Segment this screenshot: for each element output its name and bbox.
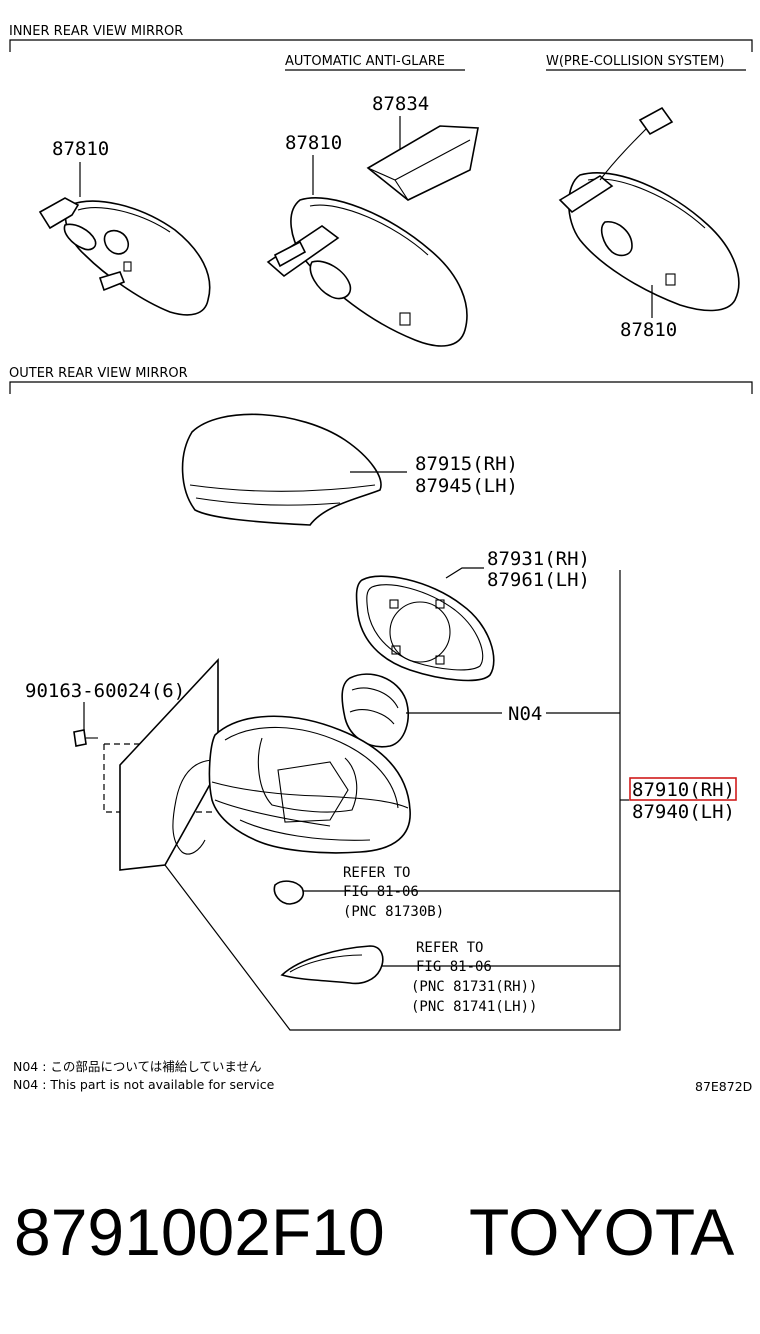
callout-N04: N04 bbox=[508, 703, 542, 725]
section-title-outer: OUTER REAR VIEW MIRROR bbox=[9, 366, 188, 381]
subtitle-pre-collision: W(PRE-COLLISION SYSTEM) bbox=[546, 54, 724, 69]
callout-87915: 87915(RH) bbox=[415, 453, 518, 475]
mirror-assembly bbox=[119, 570, 629, 1031]
callout-87940: 87940(LH) bbox=[632, 801, 735, 823]
product-part-number: 8791002F10 bbox=[14, 1195, 385, 1269]
mirror-cover bbox=[181, 413, 407, 526]
lamp-bulb bbox=[273, 880, 620, 905]
inner-mirror-auto bbox=[266, 155, 468, 347]
refer-pnc-1: (PNC 81730B) bbox=[343, 904, 444, 920]
sensor-cover-87834 bbox=[366, 116, 479, 201]
inner-mirror-pcs bbox=[558, 106, 740, 318]
refer-fig-2: FIG 81-06 bbox=[416, 959, 492, 975]
note-english: N04 : This part is not available for ser… bbox=[13, 1077, 275, 1092]
callout-87810-basic: 87810 bbox=[52, 138, 109, 160]
callout-87961: 87961(LH) bbox=[487, 569, 590, 591]
callout-87931: 87931(RH) bbox=[487, 548, 590, 570]
section-bracket-outer bbox=[9, 381, 753, 394]
refer-pnc-2-lh: (PNC 81741(LH)) bbox=[411, 999, 537, 1015]
note-japanese: N04 : この部品については補給していません bbox=[13, 1059, 262, 1074]
refer-text-2: REFER TO bbox=[416, 940, 483, 956]
callout-87810-auto: 87810 bbox=[285, 132, 342, 154]
inner-mirror-basic bbox=[38, 162, 211, 316]
refer-fig-1: FIG 81-06 bbox=[343, 884, 419, 900]
mirror-actuator bbox=[341, 673, 620, 748]
subtitle-auto-antiglare: AUTOMATIC ANTI-GLARE bbox=[285, 54, 445, 69]
section-bracket-inner bbox=[9, 39, 753, 52]
callout-87834: 87834 bbox=[372, 93, 429, 115]
refer-pnc-2-rh: (PNC 81731(RH)) bbox=[411, 979, 537, 995]
diagram-code: 87E872D bbox=[695, 1079, 752, 1094]
callout-87945: 87945(LH) bbox=[415, 475, 518, 497]
callout-90163: 90163-60024(6) bbox=[25, 680, 185, 702]
refer-text-1: REFER TO bbox=[343, 865, 410, 881]
mirror-glass bbox=[355, 567, 495, 682]
leader-line bbox=[445, 567, 484, 579]
turn-signal-lamp bbox=[280, 945, 620, 985]
screw bbox=[73, 729, 98, 747]
section-title-inner: INNER REAR VIEW MIRROR bbox=[9, 24, 183, 39]
callout-87910: 87910(RH) bbox=[632, 779, 735, 801]
product-brand: TOYOTA bbox=[469, 1195, 734, 1269]
callout-87810-pcs: 87810 bbox=[620, 319, 677, 341]
highlight-box bbox=[629, 777, 737, 801]
